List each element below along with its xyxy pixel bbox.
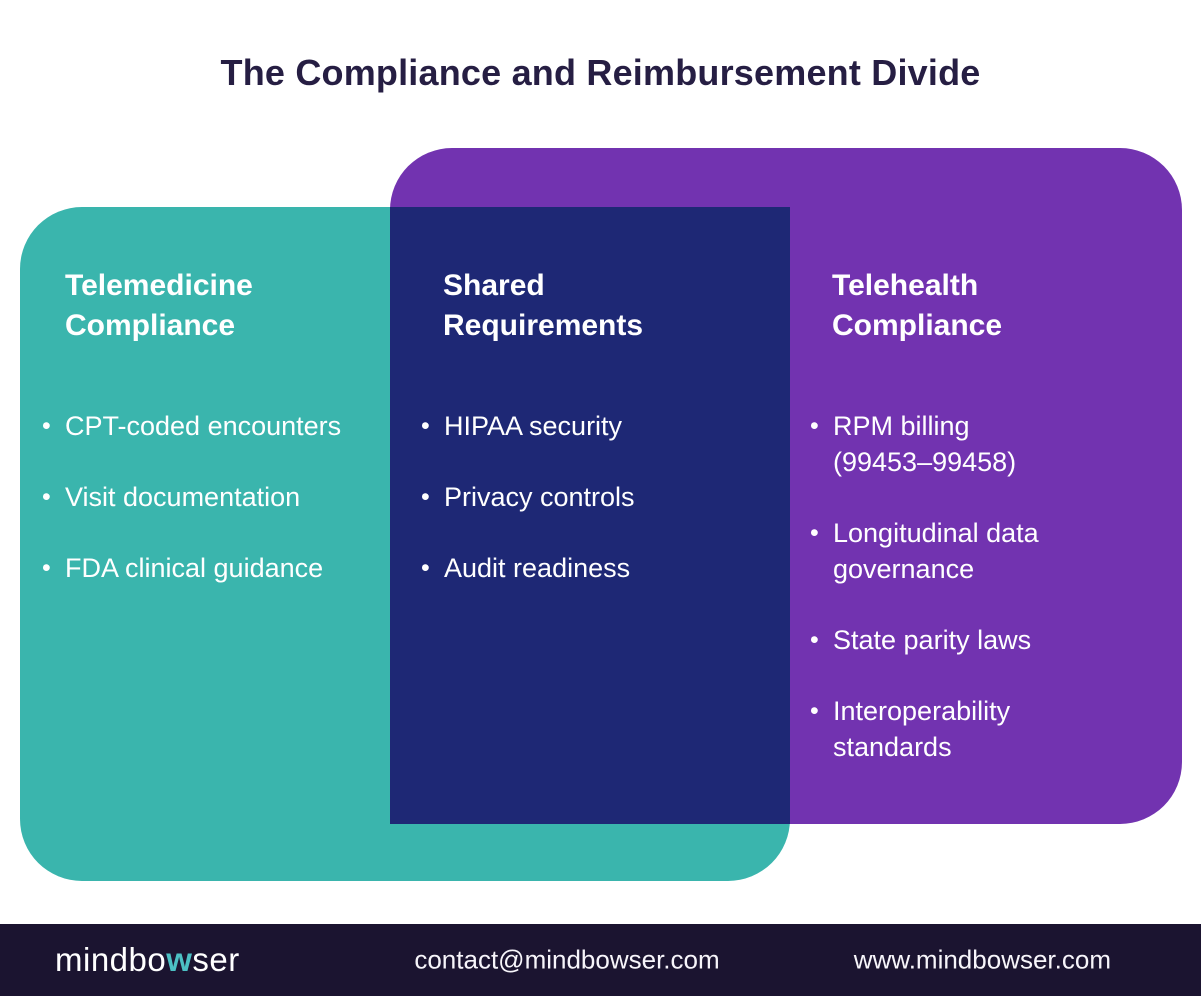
left-panel-heading: Telemedicine Compliance [65,269,253,342]
logo-text-part2: ser [192,941,240,978]
list-item: Privacy controls [421,479,741,515]
list-item: HIPAA security [421,408,741,444]
contact-email-text: contact@mindbowser.com [414,944,720,975]
logo-accent-w: w [166,941,193,978]
list-item: Interoperability standards [810,693,1065,765]
website-url-text: www.mindbowser.com [853,944,1111,975]
overlap-panel-heading: Shared Requirements [443,269,644,342]
list-item: Visit documentation [42,479,392,515]
list-item: FDA clinical guidance [42,550,392,586]
right-panel-list: RPM billing (99453–99458) Longitudinal d… [810,408,1065,800]
list-item: Longitudinal data governance [810,515,1065,587]
mindbowser-logo: mindbowser [55,941,240,979]
list-item: State parity laws [810,622,1065,658]
overlap-panel-list: HIPAA security Privacy controls Audit re… [421,408,741,621]
page-title: The Compliance and Reimbursement Divide [220,52,981,93]
footer-bar: mindbowser contact@mindbowser.com www.mi… [0,924,1201,996]
right-panel-heading: Telehealth Compliance [832,269,1003,342]
logo-text-part1: mindbo [55,941,167,978]
list-item: Audit readiness [421,550,741,586]
list-item: RPM billing (99453–99458) [810,408,1065,480]
list-item: CPT-coded encounters [42,408,392,444]
shared-requirements-overlap-shape [390,207,790,824]
left-panel-list: CPT-coded encounters Visit documentation… [42,408,392,621]
